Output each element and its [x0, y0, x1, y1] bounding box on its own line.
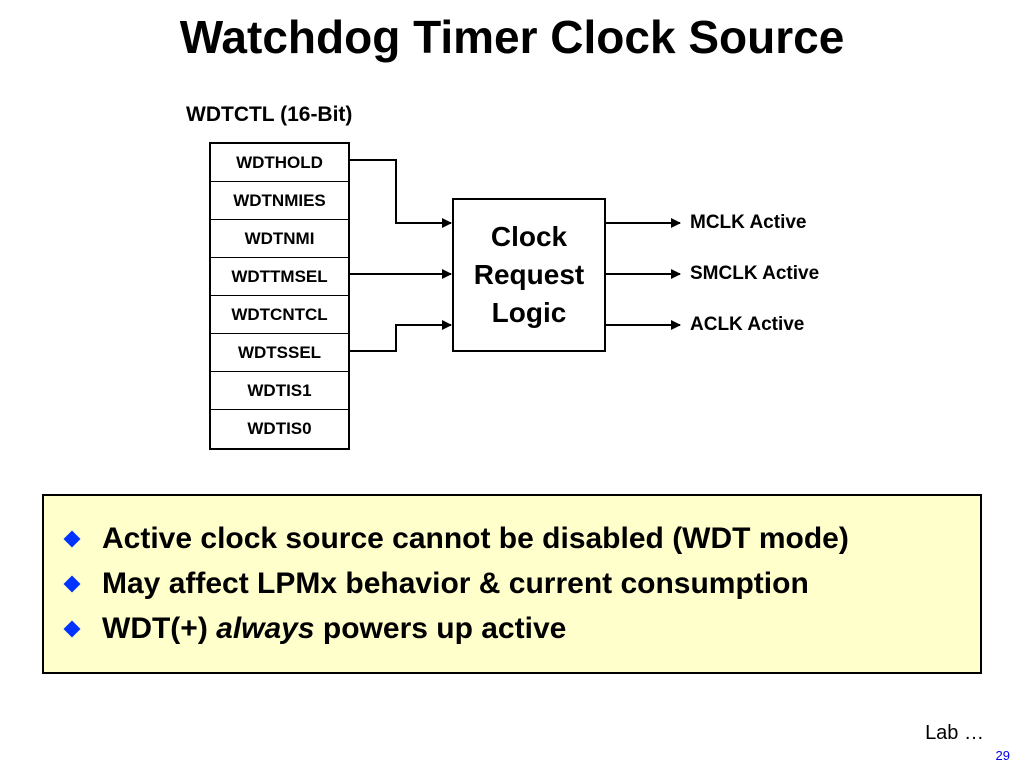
- slide-title: Watchdog Timer Clock Source: [179, 11, 845, 63]
- bullet-text: Active clock source cannot be disabled (…: [102, 521, 849, 555]
- bullet-item: WDT(+) always powers up active: [63, 606, 980, 651]
- register-bit-wdtcntcl: WDTCNTCL: [211, 296, 348, 334]
- output-mclk-active: MCLK Active: [690, 212, 807, 233]
- clock-request-logic-box: Clock Request Logic: [452, 198, 606, 352]
- register-bit-wdtnmi: WDTNMI: [211, 220, 348, 258]
- bullet-emphasis: always: [216, 611, 315, 645]
- diamond-bullet-icon: [63, 575, 81, 592]
- page-number: 29: [995, 748, 1010, 763]
- bullet-item: Active clock source cannot be disabled (…: [63, 516, 980, 561]
- register-bit-wdttmsel: WDTTMSEL: [211, 258, 348, 296]
- output-smclk-active: SMCLK Active: [690, 263, 820, 284]
- register-label: WDTCTL (16-Bit): [186, 103, 353, 126]
- bullet-item: May affect LPMx behavior & current consu…: [63, 561, 980, 606]
- register-bit-wdtssel: WDTSSEL: [211, 334, 348, 372]
- bullet-prefix: WDT(+): [102, 611, 217, 645]
- bullet-text: May affect LPMx behavior & current consu…: [102, 566, 809, 600]
- diamond-bullet-icon: [63, 620, 81, 637]
- info-box: Active clock source cannot be disabled (…: [42, 494, 982, 674]
- bullet-suffix: powers up active: [314, 611, 567, 645]
- register-bit-wdthold: WDTHOLD: [211, 144, 348, 182]
- wire-wdthold: [350, 159, 452, 228]
- register-bit-wdtis0: WDTIS0: [247, 419, 312, 438]
- bullet-text-wdt-always: WDT(+) always powers up active: [102, 612, 566, 646]
- logic-line-2: Request: [473, 259, 585, 290]
- lab-link[interactable]: Lab …: [925, 722, 984, 744]
- register-table: WDTHOLD WDTNMIES WDTNMI WDTTMSEL WDTCNTC…: [209, 142, 350, 450]
- register-bit-wdtnmies: WDTNMIES: [211, 182, 348, 220]
- logic-line-1: Clock: [490, 221, 568, 252]
- register-bit-wdtis1: WDTIS1: [211, 372, 348, 410]
- wire-wdtssel: [350, 320, 452, 352]
- output-aclk-active: ACLK Active: [690, 314, 805, 335]
- diamond-bullet-icon: [63, 530, 81, 547]
- logic-line-3: Logic: [491, 297, 567, 328]
